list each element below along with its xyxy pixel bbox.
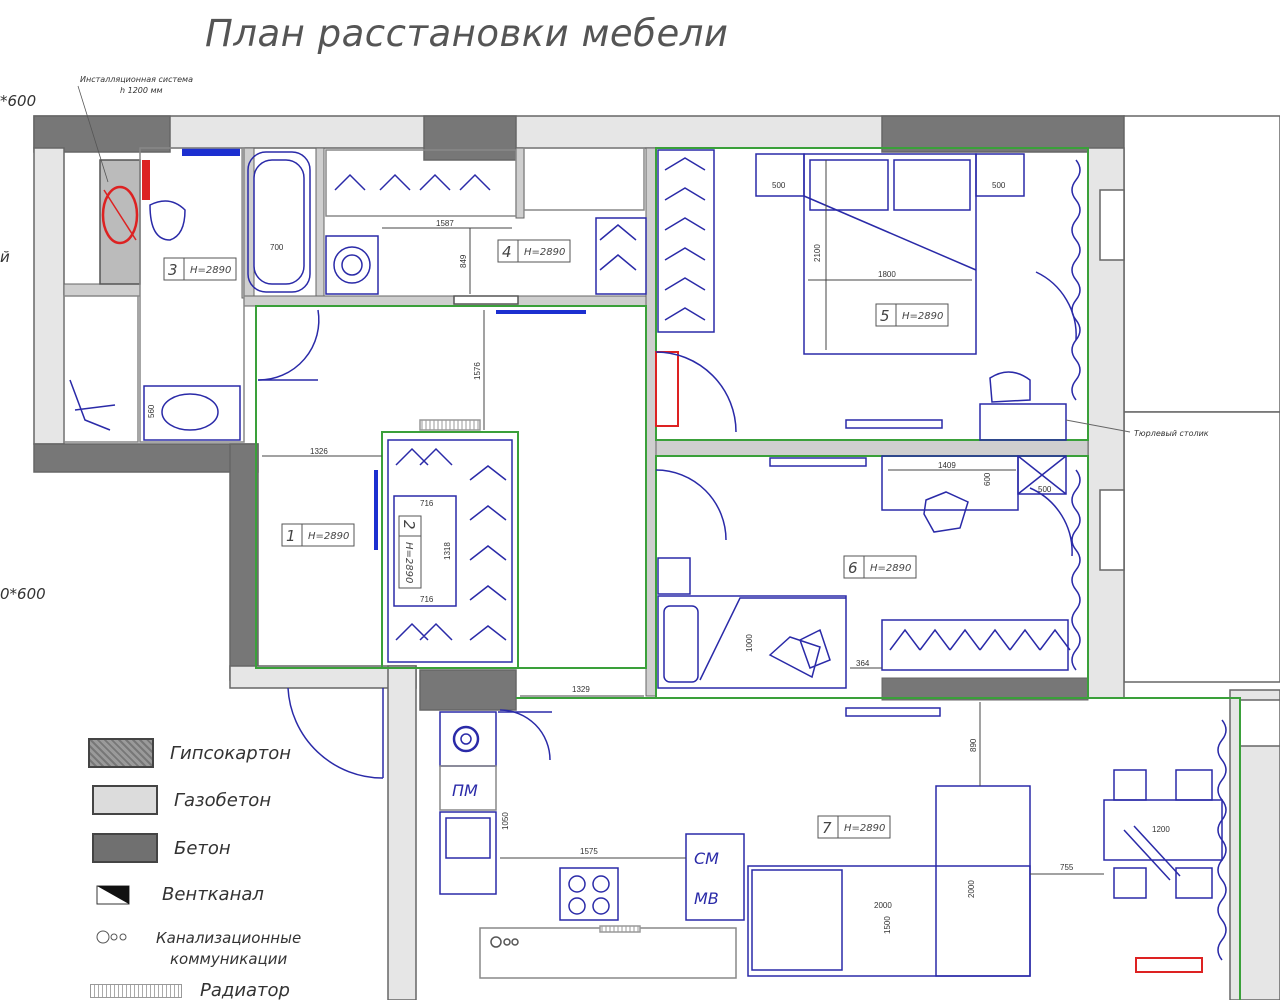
note-install-height: h 1200 мм bbox=[120, 86, 163, 95]
dim-label: 755 bbox=[1060, 863, 1074, 872]
room-number: 7 bbox=[822, 819, 832, 837]
room-height: H=2890 bbox=[308, 531, 349, 542]
legend-item-vent: Вентканал bbox=[96, 884, 264, 905]
dim-label: 1200 bbox=[1152, 825, 1170, 834]
laundry bbox=[325, 147, 647, 314]
dim-label: 1050 bbox=[501, 812, 510, 830]
washer-label: СМ bbox=[694, 849, 719, 868]
microwave-label: МВ bbox=[694, 889, 719, 908]
room-height: H=2890 bbox=[844, 823, 885, 834]
legend-label-line2: коммуникации bbox=[169, 950, 288, 968]
dim-label: 716 bbox=[420, 595, 434, 604]
child-room bbox=[655, 455, 1081, 717]
dim-label: 1587 bbox=[436, 219, 454, 228]
dim-label: 1329 bbox=[572, 685, 590, 694]
legend-item-aerated-concrete: Газобетон bbox=[92, 785, 271, 815]
vent-icon bbox=[96, 885, 130, 904]
dim-label: 1576 bbox=[473, 362, 482, 380]
dishwasher-label: ПМ bbox=[452, 781, 478, 800]
room-tag-7: 7 H=2890 bbox=[817, 815, 891, 839]
outer-walls bbox=[33, 115, 1280, 1000]
legend-item-concrete: Бетон bbox=[92, 833, 231, 863]
legend-label-line1: Канализационные bbox=[156, 929, 302, 947]
hall bbox=[257, 309, 513, 779]
dim-label: 1500 bbox=[883, 916, 892, 934]
dim-label: 500 bbox=[1038, 485, 1052, 494]
room-number: 2 bbox=[400, 520, 418, 530]
dim-label: 849 bbox=[459, 254, 468, 268]
bathroom bbox=[63, 147, 311, 443]
legend-label: Газобетон bbox=[174, 789, 272, 811]
side-label-left: й bbox=[0, 248, 10, 266]
dim-label: 890 bbox=[969, 738, 978, 752]
note-install: Инсталляционная система bbox=[80, 75, 193, 84]
room-number: 5 bbox=[880, 307, 890, 325]
room-number: 1 bbox=[286, 527, 296, 545]
dim-label: 600 bbox=[983, 472, 992, 486]
dim-label: 2000 bbox=[967, 880, 976, 898]
aerated-concrete-swatch bbox=[92, 785, 158, 815]
dim-label: 716 bbox=[420, 499, 434, 508]
notes: Инсталляционная система h 1200 мм Тюрлев… bbox=[77, 75, 1209, 438]
concrete-swatch bbox=[92, 833, 158, 863]
sewer-icon bbox=[96, 930, 127, 944]
room-height: H=2890 bbox=[902, 311, 943, 322]
room-tag-6: 6 H=2890 bbox=[843, 555, 917, 579]
room-tag-2: 2 H=2890 bbox=[398, 515, 422, 589]
legend-label: Гипсокартон bbox=[170, 742, 291, 764]
appliance-labels: ПМ СМ МВ bbox=[452, 781, 719, 908]
room-height: H=2890 bbox=[190, 265, 231, 276]
dim-label: 700 bbox=[270, 243, 284, 252]
room-tags: 1 H=2890 2 H=2890 3 H=2890 4 H=2890 5 H=… bbox=[163, 239, 949, 839]
side-label-bottom: 0*600 bbox=[0, 585, 46, 603]
dim-label: 500 bbox=[992, 181, 1006, 190]
radiator-icon bbox=[90, 983, 182, 998]
legend-item-sewer: Канализационные коммуникации bbox=[96, 928, 301, 970]
kitchen-living bbox=[439, 709, 1227, 979]
room-height: H=2890 bbox=[524, 247, 565, 258]
room-tag-4: 4 H=2890 bbox=[497, 239, 571, 263]
dim-label: 2000 bbox=[874, 901, 892, 910]
dimension-labels: 500 500 1800 2100 1587 849 1576 700 1326… bbox=[147, 181, 1170, 934]
legend-label: Бетон bbox=[174, 837, 231, 859]
dim-label: 1326 bbox=[310, 447, 328, 456]
dim-label: 1575 bbox=[580, 847, 598, 856]
dim-label: 560 bbox=[147, 404, 156, 418]
room-height: H=2890 bbox=[870, 563, 911, 574]
legend-item-drywall: Гипсокартон bbox=[88, 738, 291, 768]
bedroom bbox=[655, 149, 1131, 441]
legend-label: Вентканал bbox=[162, 884, 264, 905]
dim-label: 1318 bbox=[443, 542, 452, 560]
note-curtain: Тюрлевый столик bbox=[1134, 429, 1209, 438]
plan-title: План расстановки мебели bbox=[205, 12, 729, 55]
legend-item-radiator: Радиатор bbox=[90, 980, 290, 1001]
room-number: 3 bbox=[168, 261, 178, 279]
room-number: 6 bbox=[848, 559, 858, 577]
dim-label: 2100 bbox=[813, 244, 822, 262]
room-outlines bbox=[255, 147, 1241, 1000]
room-number: 4 bbox=[502, 243, 512, 261]
room-tag-3: 3 H=2890 bbox=[163, 257, 237, 281]
side-label-top: *600 bbox=[0, 92, 37, 110]
dim-label: 1000 bbox=[745, 634, 754, 652]
dim-label: 1409 bbox=[938, 461, 956, 470]
drywall-swatch bbox=[88, 738, 154, 768]
dim-label: 1800 bbox=[878, 270, 896, 279]
dimension-lines bbox=[262, 160, 1104, 875]
partitions bbox=[63, 147, 1089, 701]
dim-label: 500 bbox=[772, 181, 786, 190]
legend-label: Радиатор bbox=[200, 980, 290, 1001]
room-tag-5: 5 H=2890 bbox=[875, 303, 949, 327]
room-tag-1: 1 H=2890 bbox=[281, 523, 355, 547]
room-height: H=2890 bbox=[403, 542, 414, 583]
dim-label: 364 bbox=[856, 659, 870, 668]
